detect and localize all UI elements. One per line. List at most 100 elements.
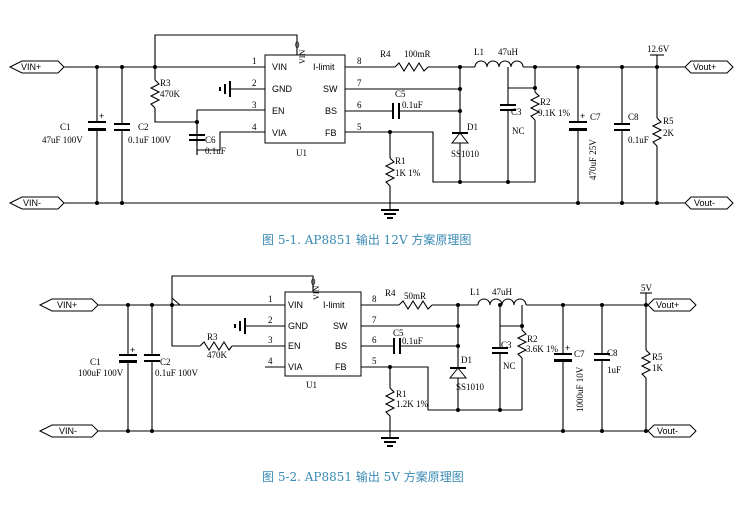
svg-text:R4: R4 [385, 288, 396, 298]
svg-text:U1: U1 [296, 148, 307, 158]
svg-text:Vout-: Vout- [657, 426, 678, 436]
svg-text:7: 7 [357, 78, 362, 88]
svg-text:8: 8 [357, 56, 362, 66]
svg-text:0.1uF: 0.1uF [628, 135, 649, 145]
svg-text:C3: C3 [511, 107, 522, 117]
svg-text:C1: C1 [90, 357, 101, 367]
svg-text:VIN: VIN [272, 62, 287, 72]
svg-text:1: 1 [268, 294, 273, 304]
svg-text:+: + [565, 343, 570, 353]
figure-12v: VIN+ VIN- Vout+ Vout- + C1 47uF 100V [8, 34, 734, 247]
svg-text:0.1uF: 0.1uF [205, 146, 226, 156]
svg-text:100uF 100V: 100uF 100V [78, 368, 124, 378]
svg-text:BS: BS [335, 341, 347, 351]
svg-text:2K: 2K [663, 128, 675, 138]
svg-text:D1: D1 [461, 355, 472, 365]
svg-text:1000uF 10V: 1000uF 10V [575, 366, 585, 412]
c1-ref: C1 [60, 122, 71, 132]
svg-text:VIN: VIN [288, 300, 303, 310]
svg-text:FB: FB [325, 128, 337, 138]
svg-text:BS: BS [325, 106, 337, 116]
svg-text:0: 0 [311, 277, 316, 287]
svg-text:+: + [580, 111, 585, 121]
caption-fig2: 图 5-2. AP8851 输出 5V 方案原理图 [262, 469, 464, 484]
svg-text:C3: C3 [501, 340, 512, 350]
svg-text:GND: GND [288, 321, 309, 331]
svg-text:0.1uF 100V: 0.1uF 100V [155, 368, 199, 378]
port-vout-neg: Vout- [684, 196, 734, 210]
svg-text:1.2K 1%: 1.2K 1% [396, 399, 428, 409]
svg-text:1: 1 [252, 56, 257, 66]
svg-text:VIN+: VIN+ [57, 300, 77, 310]
svg-text:I-limit: I-limit [313, 62, 335, 72]
svg-text:7: 7 [372, 315, 377, 325]
svg-text:C5: C5 [395, 89, 406, 99]
svg-text:SS1010: SS1010 [451, 149, 480, 159]
svg-text:L1: L1 [470, 287, 480, 297]
svg-text:R1: R1 [395, 156, 406, 166]
svg-text:5: 5 [372, 356, 377, 366]
svg-text:SW: SW [323, 84, 338, 94]
svg-text:1K: 1K [652, 363, 664, 373]
svg-text:VIA: VIA [272, 128, 287, 138]
svg-text:VIN: VIN [312, 286, 321, 300]
svg-text:C2: C2 [138, 122, 149, 132]
svg-text:C7: C7 [574, 349, 585, 359]
svg-text:0: 0 [295, 40, 300, 50]
svg-text:C2: C2 [160, 357, 171, 367]
svg-text:470K: 470K [207, 350, 228, 360]
port-vout-pos: Vout+ [684, 60, 734, 74]
svg-text:NC: NC [503, 361, 516, 371]
port-vin-neg: VIN- [8, 196, 65, 210]
port-vin-pos-2: VIN+ [38, 298, 99, 312]
svg-text:R5: R5 [663, 116, 674, 126]
figure-5v: VIN+ VIN- Vout+ Vout- + C1 100uF 100V [38, 275, 697, 484]
port-vout-neg-2: Vout- [647, 424, 697, 438]
svg-text:Vout+: Vout+ [693, 62, 716, 72]
svg-text:EN: EN [288, 341, 301, 351]
svg-text:R3: R3 [207, 332, 218, 342]
port-vout-pos-2: Vout+ [647, 298, 697, 312]
svg-text:Vout+: Vout+ [656, 300, 679, 310]
svg-text:NC: NC [512, 126, 525, 136]
svg-text:470K: 470K [160, 89, 181, 99]
svg-text:Vout-: Vout- [694, 198, 715, 208]
svg-text:3: 3 [252, 100, 257, 110]
svg-text:50mR: 50mR [404, 291, 426, 301]
svg-text:GND: GND [272, 84, 293, 94]
svg-text:4: 4 [268, 356, 273, 366]
svg-text:100mR: 100mR [404, 49, 431, 59]
svg-text:1K 1%: 1K 1% [395, 168, 421, 178]
svg-text:R3: R3 [160, 78, 171, 88]
svg-text:+: + [99, 111, 104, 121]
svg-text:D1: D1 [467, 122, 478, 132]
svg-text:0.1uF: 0.1uF [402, 100, 423, 110]
svg-text:R4: R4 [380, 49, 391, 59]
c1-value: 47uF 100V [42, 135, 83, 145]
port-vin-neg-2: VIN- [38, 424, 99, 438]
svg-text:2: 2 [252, 78, 257, 88]
svg-text:VIN-: VIN- [59, 426, 77, 436]
svg-text:4: 4 [252, 122, 257, 132]
svg-text:0.1uF: 0.1uF [402, 336, 423, 346]
svg-text:VIA: VIA [288, 362, 303, 372]
svg-text:I-limit: I-limit [323, 300, 345, 310]
svg-text:C7: C7 [590, 112, 601, 122]
svg-text:1uF: 1uF [607, 365, 621, 375]
svg-text:0.1uF 100V: 0.1uF 100V [128, 135, 172, 145]
svg-text:6: 6 [372, 335, 377, 345]
svg-text:R5: R5 [652, 352, 663, 362]
svg-text:SW: SW [333, 321, 348, 331]
svg-text:47uH: 47uH [498, 47, 519, 57]
svg-text:R1: R1 [396, 389, 407, 399]
port-vin-pos: VIN+ [8, 60, 65, 74]
svg-text:47uH: 47uH [492, 287, 513, 297]
svg-text:VIN: VIN [298, 50, 307, 64]
svg-text:12.6V: 12.6V [647, 44, 670, 54]
svg-text:5V: 5V [641, 283, 653, 293]
svg-text:R2: R2 [527, 334, 538, 344]
svg-text:VIN+: VIN+ [21, 62, 41, 72]
svg-text:3: 3 [268, 335, 273, 345]
svg-text:SS1010: SS1010 [456, 382, 485, 392]
